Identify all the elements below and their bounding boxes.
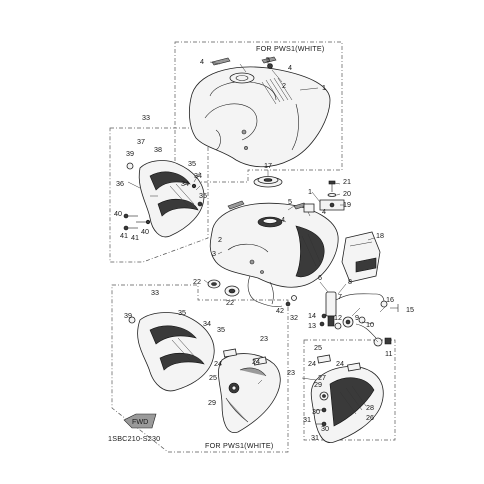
callout: 27	[318, 373, 326, 382]
callout: 17	[264, 161, 272, 170]
callout: 5	[288, 197, 292, 206]
callout: 35	[217, 325, 225, 334]
drain-hose	[247, 275, 297, 308]
callout: 23	[260, 334, 268, 343]
callout: 2	[218, 235, 222, 244]
callout: 35	[199, 191, 207, 200]
callout: 1	[322, 83, 326, 92]
callout-labels: 1 2 4 4 5 33 37 38 39 36 35 34 34 35 40 …	[114, 55, 414, 442]
emblem-24-right	[317, 354, 361, 372]
fuel-tank-white	[188, 66, 331, 168]
callout: 16	[386, 295, 394, 304]
callout: 24	[308, 359, 316, 368]
drawing-code: 1SBC210-S230	[108, 434, 160, 443]
callout: 29	[314, 380, 322, 389]
callout: 5	[266, 55, 270, 64]
fwd-arrow-label: FWD	[132, 417, 148, 426]
callout: 21	[343, 177, 351, 186]
callout: 24	[336, 359, 344, 368]
callout: 25	[209, 373, 217, 382]
callout: 18	[376, 231, 384, 240]
bolt-21	[328, 180, 336, 192]
callout: 4	[288, 63, 292, 72]
callout: 3	[212, 249, 216, 258]
callout: 2	[282, 81, 286, 90]
callout: 9	[355, 313, 359, 322]
emblem-24-bottom	[223, 348, 267, 366]
callout: 19	[343, 200, 351, 209]
callout: 25	[314, 343, 322, 352]
fuel-tank	[209, 202, 339, 288]
callout: 40	[141, 227, 149, 236]
callout: 36	[116, 179, 124, 188]
callout: 8	[348, 277, 352, 286]
callout: 39	[124, 311, 132, 320]
callout: 20	[343, 189, 351, 198]
tank-side-cover-white	[218, 353, 281, 433]
screws-30-31	[316, 407, 327, 427]
callout: 30	[321, 424, 329, 433]
bracket-19	[319, 199, 345, 211]
callout: 11	[385, 349, 392, 358]
callout: 13	[308, 321, 316, 330]
damper-22	[207, 279, 240, 297]
callout: 28	[366, 403, 374, 412]
top-box-caption: FOR PWS1(WHITE)	[256, 44, 324, 53]
callout: 4	[200, 57, 204, 66]
callout: 35	[178, 308, 186, 317]
callout: 40	[114, 209, 122, 218]
callout: 32	[290, 313, 298, 322]
callout: 12	[334, 313, 342, 322]
callout: 30	[312, 407, 320, 416]
callout: 35	[188, 159, 196, 168]
leader-lines	[127, 58, 387, 385]
tank-side-emblems	[227, 200, 315, 213]
bottom-group-box	[111, 284, 289, 453]
callout: 37	[137, 137, 145, 146]
callout: 33	[151, 288, 159, 297]
callout: 26	[366, 413, 374, 422]
fwd-arrow-icon	[123, 413, 157, 429]
callout: 7	[338, 292, 342, 301]
lower-side-cover	[128, 312, 215, 392]
bottom-box-caption: FOR PWS1(WHITE)	[205, 441, 273, 450]
callout: 24	[252, 357, 260, 366]
callout: 29	[208, 398, 216, 407]
callout: 15	[406, 305, 414, 314]
callout: 23	[287, 368, 295, 377]
callout: 34	[203, 319, 211, 328]
callout: 34	[194, 171, 202, 180]
callout: 14	[308, 311, 316, 320]
fuel-cap	[253, 176, 283, 188]
upper-side-cover	[126, 160, 205, 238]
callout: 22	[193, 277, 201, 286]
tank-side-cover	[310, 366, 384, 443]
callout: 41	[120, 231, 128, 240]
callout: 1	[308, 187, 312, 196]
callout: 38	[154, 145, 162, 154]
callout: 41	[131, 233, 139, 242]
screws-40-41	[123, 213, 151, 231]
right-cover-group-box	[303, 339, 396, 441]
callout: 6	[318, 273, 322, 282]
callout: 24	[214, 359, 222, 368]
callout: 42	[276, 306, 284, 315]
callout: 10	[366, 320, 374, 329]
callout: 39	[126, 149, 134, 158]
callout: 22	[226, 298, 234, 307]
callout: 4	[281, 215, 285, 224]
callout: 33	[142, 113, 150, 122]
side-panel-18	[341, 231, 381, 283]
callout: 31	[303, 415, 311, 424]
washer-20	[327, 193, 337, 197]
callout: 4	[322, 207, 326, 216]
callout: 34	[181, 179, 189, 188]
callout: 31	[311, 433, 319, 442]
